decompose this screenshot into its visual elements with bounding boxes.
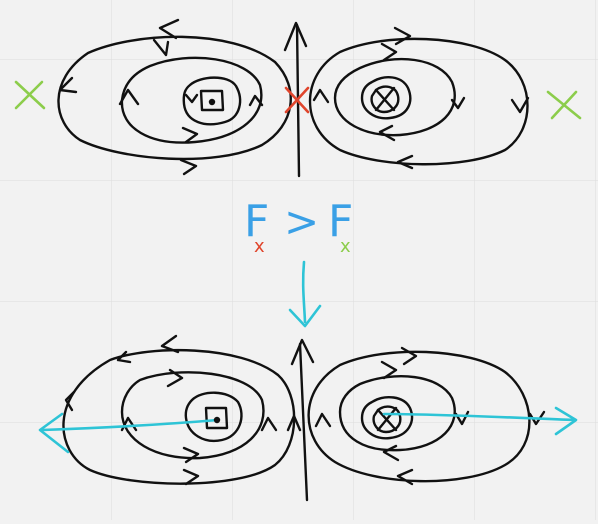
top-right-field-loops — [308, 26, 530, 170]
top-right-inner-loop — [360, 76, 412, 120]
bottom-axis-arrowhead — [290, 338, 315, 366]
bottom-right-inner-loop — [360, 396, 414, 440]
top-axis-arrowhead — [283, 21, 308, 52]
right-force-arrow — [382, 412, 576, 422]
green-cross-right-icon — [546, 90, 582, 120]
bottom-left-middle-loop — [120, 371, 265, 460]
bottom-right-field-loops — [307, 346, 546, 486]
bottom-left-field-loops — [62, 334, 302, 486]
bottom-left-outer-loop — [62, 348, 296, 485]
red-cross-icon — [284, 86, 310, 114]
lhs-force-letter: F — [244, 196, 269, 247]
top-left-middle-loop — [120, 56, 263, 144]
bottom-current-in-cross — [376, 406, 398, 432]
bottom-force-arrows — [38, 406, 578, 454]
green-cross-left-icon — [14, 80, 46, 110]
bottom-right-middle-loop — [338, 375, 456, 452]
bottom-current-out-dot — [213, 416, 221, 424]
bottom-vertical-axis — [298, 342, 309, 502]
top-left-core-square — [199, 89, 225, 112]
top-right-outer-loop — [308, 37, 529, 166]
left-force-arrowhead — [38, 412, 70, 454]
left-force-arrow — [40, 418, 220, 432]
force-comparison: F x > F x — [244, 196, 353, 257]
top-right-middle-loop — [333, 57, 456, 137]
bottom-right-outer-loop — [307, 350, 531, 483]
top-left-inner-loop — [182, 76, 242, 126]
bottom-left-inner-loop — [184, 391, 243, 443]
relation-symbol: > — [284, 197, 319, 246]
current-in-cross — [374, 86, 396, 112]
right-force-arrowhead — [554, 406, 578, 436]
current-out-dot — [208, 98, 216, 106]
top-left-field-loops — [57, 18, 292, 176]
down-arrow-icon — [288, 260, 322, 328]
rhs-force-subscript: x — [340, 236, 351, 257]
top-left-outer-loop — [57, 35, 292, 161]
bottom-panel — [38, 334, 578, 502]
lhs-force-subscript: x — [254, 236, 265, 257]
rhs-force-letter: F — [328, 196, 353, 247]
top-panel — [14, 18, 582, 178]
